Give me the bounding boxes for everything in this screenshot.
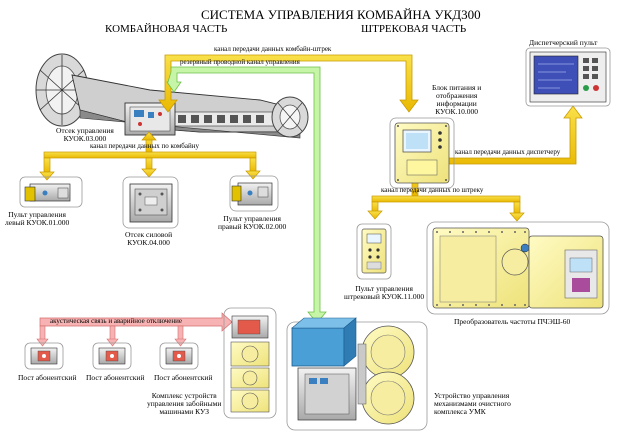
heading-drift-part: ШТРЕКОВАЯ ЧАСТЬ xyxy=(361,23,467,35)
umk-device xyxy=(291,317,415,425)
combine-machine-illustration xyxy=(35,53,309,139)
main-channel-arrow xyxy=(158,54,419,113)
kuz-complex-device xyxy=(230,315,270,413)
subscriber-post-devices xyxy=(30,347,193,365)
device-frames xyxy=(19,47,611,431)
label-subscriber-post-3: Пост абонентский xyxy=(154,373,213,382)
label-combine-channel: канал передачи данных по комбайну xyxy=(90,142,199,150)
label-dispatcher-panel: Диспетчерский пульт xyxy=(529,38,598,47)
label-reserve-channel: резервный проводной канал управления xyxy=(180,58,300,66)
label-dispatcher-channel: канал передачи данных диспетчеру xyxy=(455,148,561,156)
label-subscriber-post-2: Пост абонентский xyxy=(86,373,145,382)
frequency-converter-device xyxy=(432,227,604,309)
right-control-panel-device xyxy=(231,182,273,206)
power-display-block-device xyxy=(394,122,450,184)
drift-control-panel-device xyxy=(361,228,387,274)
dispatcher-console-device xyxy=(529,51,607,103)
combine-channel-bus xyxy=(39,131,261,181)
label-main-channel: канал передачи данных комбайн-штрек xyxy=(214,45,332,53)
label-drift-channel: канал передачи данных по штреку xyxy=(381,186,484,194)
reserve-channel-arrow xyxy=(166,66,327,324)
acoustic-channel-arrow xyxy=(36,312,233,347)
label-converter: Преобразователь частоты ПЧЭШ-60 xyxy=(454,317,571,326)
label-acoustic-channel: акустическая связь и аварийное отключени… xyxy=(50,317,183,325)
diagram-title: СИСТЕМА УПРАВЛЕНИЯ КОМБАЙНА УКД300 xyxy=(201,7,481,22)
power-compartment-device xyxy=(129,183,173,223)
heading-combine-part: КОМБАЙНОВАЯ ЧАСТЬ xyxy=(105,23,228,35)
left-control-panel-device xyxy=(24,183,71,202)
label-subscriber-post-1: Пост абонентский xyxy=(18,373,77,382)
